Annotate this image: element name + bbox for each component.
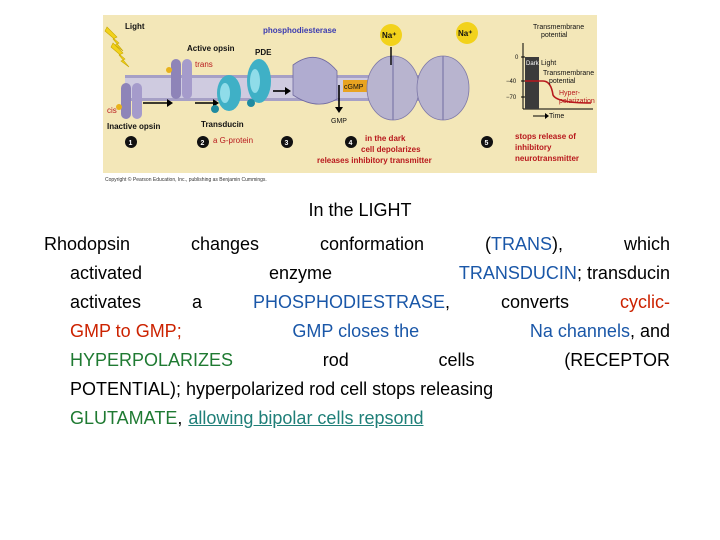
graph-hyper-1: Hyper-	[559, 90, 581, 97]
lightning-icon	[104, 26, 124, 52]
word: (RECEPTOR	[564, 350, 670, 370]
label-dark-note-2: cell depolarizes	[361, 145, 421, 154]
label-stops-2: inhibitory	[515, 143, 552, 152]
phosphodiesterase-icon	[292, 57, 338, 105]
text-line-6: POTENTIAL); hyperpolarized rod cell stop…	[44, 375, 670, 404]
graph-tick-m40: −40	[506, 79, 517, 85]
word: a	[192, 292, 203, 312]
text-line-1: Rhodopsin changes conformation (TRANS), …	[44, 230, 670, 259]
word: Na channels, and	[529, 321, 670, 341]
term-transducin: TRANSDUCIN	[458, 263, 577, 283]
label-pde: PDE	[255, 48, 272, 57]
membrane-potential-graph: Transmembrane potential 0 −40 −70 Dark L…	[506, 24, 595, 120]
graph-tick-m70: −70	[506, 95, 517, 101]
text-line-4: GMP to GMP; GMP closes the Na channels, …	[44, 317, 670, 346]
label-transducin: Transducin	[201, 120, 244, 129]
term-phosphodiestrase: PHOSPHODIESTRASE	[252, 292, 446, 312]
copyright-text: Copyright © Pearson Education, Inc., pub…	[105, 176, 267, 183]
label-stops-3: neurotransmitter	[515, 154, 579, 163]
transducin-icon	[211, 75, 241, 113]
graph-title-1: Transmembrane	[533, 24, 584, 31]
graph-tm-1: Transmembrane	[543, 70, 594, 77]
word: TRANSDUCIN; transducin	[458, 263, 670, 283]
word: activates	[70, 292, 142, 312]
term-hyperpolarizes: HYPERPOLARIZES	[70, 350, 234, 370]
term-gmp-to-gmp: GMP to GMP;	[70, 321, 182, 341]
label-dark-note-1: in the dark	[365, 134, 406, 143]
graph-dark: Dark	[526, 61, 540, 67]
label-phosphodiesterase: phosphodiesterase	[263, 26, 337, 35]
word: (TRANS),	[485, 234, 564, 254]
graph-time: Time	[549, 113, 564, 120]
label-trans: trans	[195, 60, 213, 69]
step-3: 3	[285, 140, 289, 147]
step-4: 4	[349, 140, 353, 147]
word: GLUTAMATE,	[70, 408, 183, 428]
label-inactive-opsin: Inactive opsin	[107, 122, 160, 131]
word: activated	[70, 263, 143, 283]
graph-tick-0: 0	[515, 55, 519, 61]
text-line-5: HYPERPOLARIZES rod cells (RECEPTOR	[44, 346, 670, 375]
word: POTENTIAL); hyperpolarized rod cell stop…	[70, 379, 494, 399]
pde-enzyme-icon	[247, 59, 271, 107]
active-opsin-icon	[166, 59, 192, 99]
word: converts	[500, 292, 570, 312]
step-1: 1	[129, 140, 133, 147]
label-active-opsin: Active opsin	[187, 44, 235, 53]
word: enzyme	[268, 263, 332, 283]
sodium-ion-1	[380, 24, 402, 46]
label-cgmp: cGMP	[344, 84, 364, 91]
word: rod	[322, 350, 349, 370]
word: which	[623, 234, 670, 254]
text-line-2: activated enzyme TRANSDUCIN; transducin	[44, 259, 670, 288]
caption: In the LIGHT	[308, 200, 412, 220]
explanation-paragraph: Rhodopsin changes conformation (TRANS), …	[44, 230, 670, 433]
graph-tm-2: potential	[549, 78, 576, 85]
inactive-opsin-icon	[116, 83, 142, 119]
word: cells	[438, 350, 475, 370]
cgmp-box	[343, 80, 369, 92]
bipolar-cells-link[interactable]: allowing bipolar cells repsond	[188, 408, 424, 428]
label-stops-1: stops release of	[515, 132, 576, 141]
label-light: Light	[125, 22, 145, 31]
graph-background	[503, 15, 597, 173]
word: changes	[191, 234, 260, 254]
label-gmp: GMP	[331, 118, 347, 125]
graph-light: Light	[541, 60, 556, 67]
text-line-7: GLUTAMATE, allowing bipolar cells repson…	[44, 404, 670, 433]
label-na-2: Na⁺	[458, 29, 472, 38]
graph-title-2: potential	[541, 32, 568, 39]
term-glutamate: GLUTAMATE	[70, 408, 178, 428]
word: conformation	[320, 234, 425, 254]
graph-hyper-2: polarization	[559, 98, 595, 105]
text-line-3: activates a PHOSPHODIESTRASE, converts c…	[44, 288, 670, 317]
phototransduction-diagram: Light phosphodiesterase Active opsin tra…	[103, 15, 597, 183]
term-na-channels: Na channels	[529, 321, 630, 341]
label-na-1: Na⁺	[382, 31, 396, 40]
sodium-channel-icon	[366, 55, 470, 121]
label-dark-note-3: releases inhibitory transmitter	[317, 156, 432, 165]
step-2: 2	[201, 140, 205, 147]
term-gmp-closes: GMP closes the	[292, 321, 420, 341]
word: Rhodopsin	[44, 234, 131, 254]
term-cyclic: cyclic-	[619, 292, 670, 312]
word: PHOSPHODIESTRASE,	[252, 292, 451, 312]
sodium-ion-2	[456, 22, 478, 44]
step-5: 5	[485, 140, 489, 147]
term-trans: TRANS	[491, 234, 553, 254]
label-cis: cis	[107, 106, 117, 115]
label-g-protein: a G-protein	[213, 136, 253, 145]
